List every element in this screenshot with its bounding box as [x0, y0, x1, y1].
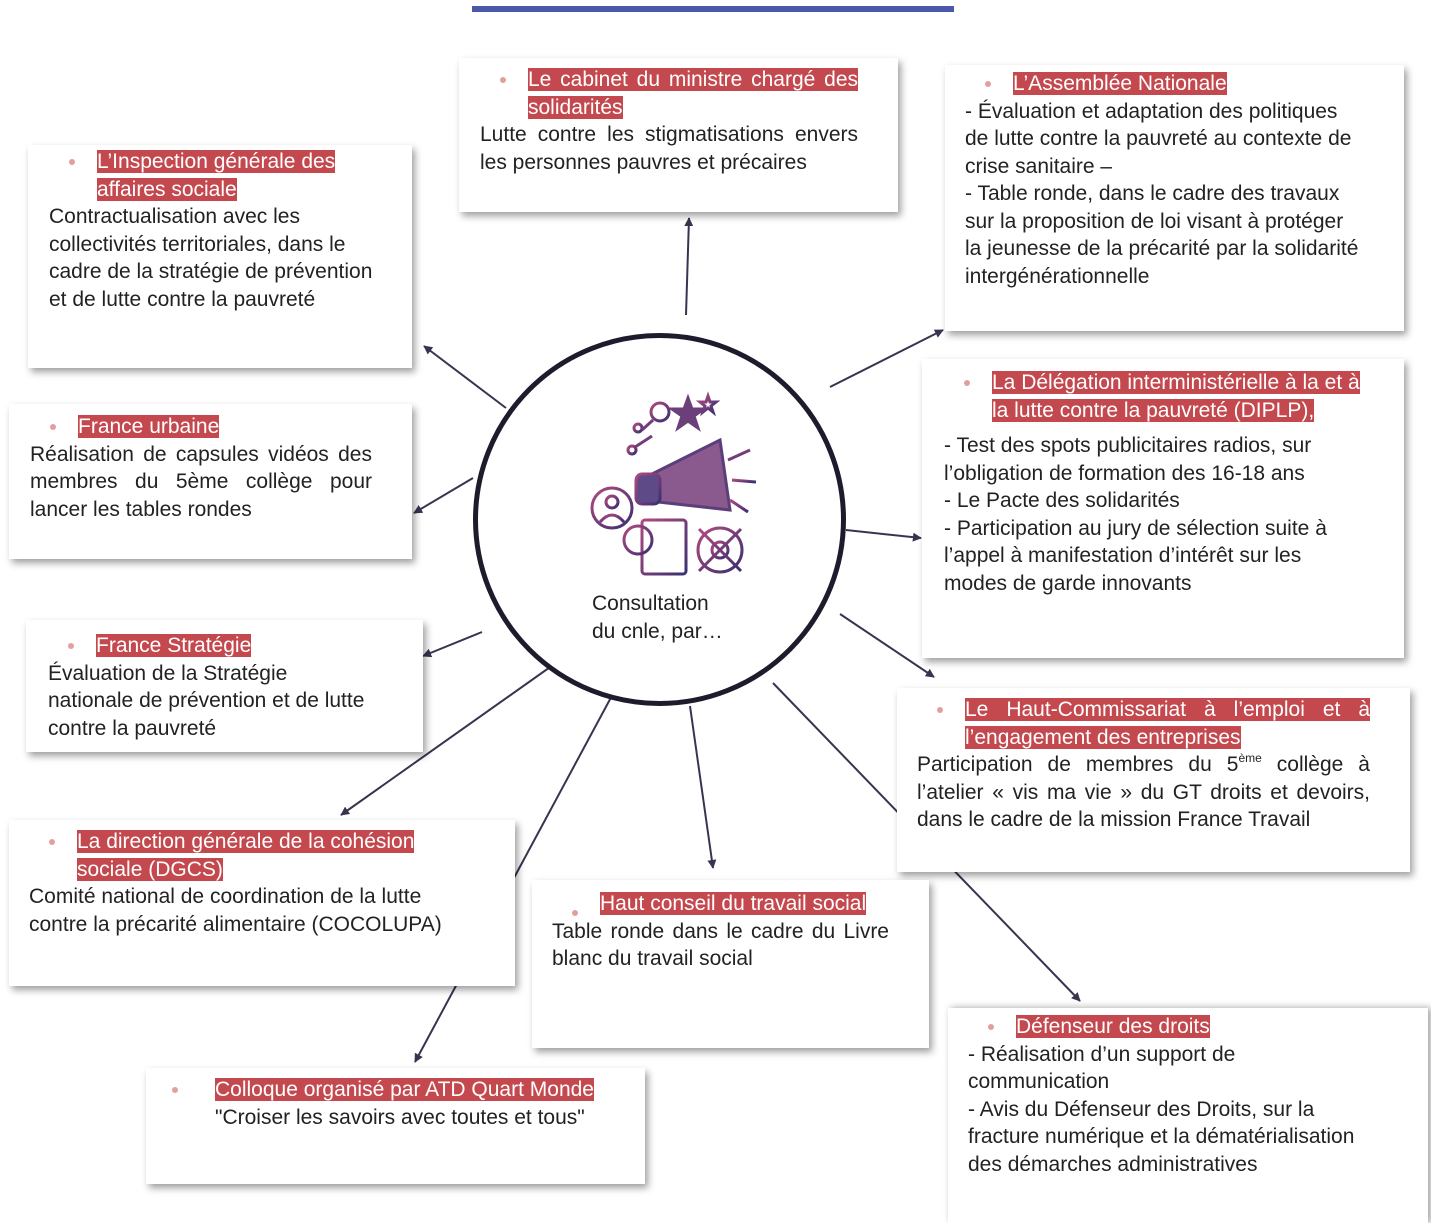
arrow-to-france-strategie	[422, 631, 483, 658]
box-atd-header: Colloque organisé par ATD Quart Monde "C…	[167, 1076, 605, 1131]
box-dgcs-body: Comité national de coordination de la lu…	[29, 885, 442, 936]
box-igas-header: L’Inspection générale des affaires socia…	[49, 148, 382, 203]
bullet-icon	[172, 1087, 178, 1093]
box-france-strategie: France Stratégie Évaluation de la Straté…	[26, 620, 423, 752]
arrow-to-haut-commissariat	[839, 613, 935, 678]
box-hcts: Haut conseil du travail social Table ron…	[532, 880, 929, 1048]
top-accent-bar	[472, 6, 954, 12]
bullet-icon	[49, 839, 55, 845]
box-france-strategie-title: France Stratégie	[96, 634, 252, 657]
box-haut-commissariat-body: Participation de membres du 5ème collège…	[917, 751, 1370, 834]
box-haut-commissariat-title: Le Haut-Commissariat à l’emploi et à l’e…	[965, 698, 1370, 749]
box-atd-body: "Croiser les savoirs avec toutes et tous…	[215, 1105, 585, 1129]
box-haut-commissariat-header: Le Haut-Commissariat à l’emploi et à l’e…	[917, 696, 1370, 751]
box-defenseur-body: - Réalisation d’un support de communicat…	[968, 1042, 1355, 1176]
bullet-icon	[572, 910, 578, 916]
box-dgcs-header: La direction générale de la cohésion soc…	[29, 828, 470, 883]
box-diplp-header: La Délégation interministérielle à la et…	[944, 369, 1364, 424]
bullet-icon	[964, 380, 970, 386]
arrow-to-diplp	[845, 529, 922, 542]
box-assemblee-header: L’Assemblée Nationale	[965, 70, 1364, 98]
arrow-to-hcts	[689, 705, 717, 869]
arrow-to-dgcs	[340, 664, 554, 816]
box-hcts-header: Haut conseil du travail social	[552, 890, 889, 918]
box-cabinet-title: Le cabinet du ministre chargé des solida…	[528, 68, 858, 119]
box-diplp: La Délégation interministérielle à la et…	[922, 359, 1404, 658]
box-atd-title: Colloque organisé par ATD Quart Monde	[215, 1078, 594, 1101]
box-igas-body: Contractualisation avec les collectivité…	[49, 205, 373, 311]
box-defenseur: Défenseur des droits - Réalisation d’un …	[948, 1008, 1428, 1223]
center-label-line1: Consultation	[592, 592, 709, 615]
arrow-to-assemblee	[829, 329, 944, 388]
box-france-strategie-header: France Stratégie	[48, 632, 378, 660]
arrow-to-france-urbaine	[413, 477, 474, 514]
bullet-icon	[937, 707, 943, 713]
box-atd: Colloque organisé par ATD Quart Monde "C…	[146, 1068, 645, 1184]
bullet-icon	[500, 77, 506, 83]
box-france-urbaine-header: France urbaine	[30, 413, 372, 441]
box-france-urbaine-title: France urbaine	[78, 415, 220, 438]
box-haut-commissariat: Le Haut-Commissariat à l’emploi et à l’e…	[897, 688, 1410, 872]
box-haut-commissariat-body-sup: ème	[1238, 751, 1262, 765]
arrow-to-igas	[423, 345, 507, 409]
bullet-icon	[69, 159, 75, 165]
box-assemblee-title: L’Assemblée Nationale	[1013, 72, 1227, 95]
box-defenseur-header: Défenseur des droits	[968, 1013, 1376, 1041]
arrow-to-atd	[414, 689, 616, 1063]
center-label-line2: du cnle, par…	[592, 620, 723, 643]
box-assemblee: L’Assemblée Nationale - Évaluation et ad…	[945, 65, 1404, 331]
box-cabinet-body: Lutte contre les stigmatisations envers …	[480, 123, 858, 174]
bullet-icon	[68, 643, 74, 649]
box-france-strategie-body: Évaluation de la Stratégie nationale de …	[48, 661, 365, 740]
box-cabinet: Le cabinet du ministre chargé des solida…	[459, 58, 898, 212]
box-diplp-title: La Délégation interministérielle à la et…	[992, 371, 1360, 422]
bullet-icon	[985, 81, 991, 87]
box-dgcs: La direction générale de la cohésion soc…	[9, 820, 515, 986]
box-france-urbaine-body: Réalisation de capsules vidéos des membr…	[30, 442, 372, 521]
box-assemblee-body: - Évaluation et adaptation des politique…	[965, 99, 1359, 288]
box-haut-commissariat-body-after: collège à l’atelier « vis ma vie » du GT…	[917, 753, 1370, 831]
bullet-icon	[988, 1024, 994, 1030]
arrow-to-cabinet	[684, 217, 694, 316]
bullet-icon	[50, 424, 56, 430]
box-igas: L’Inspection générale des affaires socia…	[28, 145, 412, 368]
box-cabinet-header: Le cabinet du ministre chargé des solida…	[480, 66, 858, 121]
box-dgcs-title: La direction générale de la cohésion soc…	[77, 830, 415, 881]
box-france-urbaine: France urbaine Réalisation de capsules v…	[9, 404, 412, 559]
box-defenseur-title: Défenseur des droits	[1016, 1015, 1210, 1038]
box-diplp-body: - Test des spots publicitaires radios, s…	[944, 434, 1327, 595]
box-haut-commissariat-body-before: Participation de membres du 5	[917, 753, 1239, 776]
megaphone-marketing-icon	[586, 391, 757, 580]
box-igas-title: L’Inspection générale des affaires socia…	[97, 150, 336, 201]
center-label: Consultation du cnle, par…	[592, 590, 762, 646]
box-hcts-title: Haut conseil du travail social	[600, 892, 867, 915]
box-hcts-body: Table ronde dans le cadre du Livre blanc…	[552, 919, 889, 971]
